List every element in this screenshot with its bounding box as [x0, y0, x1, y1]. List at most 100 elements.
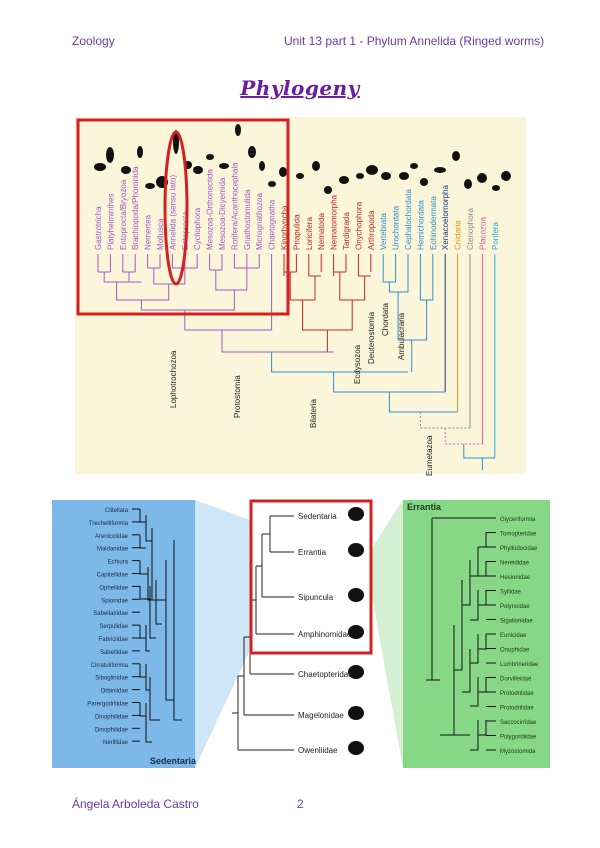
organism-silhouette [279, 167, 287, 177]
middle-taxon-label: Sedentaria [298, 512, 337, 521]
taxon-label: Rotifera/Acanthocephala [230, 162, 239, 250]
header-subject: Zoology [72, 34, 115, 48]
clade-join [184, 264, 273, 331]
errantia-taxon-label: Glyceriformia [500, 517, 536, 523]
clade-join [419, 412, 470, 429]
errantia-taxon-label: Syllidae [500, 590, 522, 596]
header-unit-title: Unit 13 part 1 - Phylum Annelida (Ringed… [284, 34, 545, 48]
taxon-label: Priapulida [292, 214, 301, 250]
clade-label: Deuterostomia [367, 311, 376, 364]
sedentaria-tree-branches [139, 509, 182, 743]
clade-join [215, 268, 248, 291]
sedentaria-taxon-label: Echiura [108, 560, 129, 566]
errantia-taxon-label: Myzostomida [500, 749, 536, 755]
taxon-label: Gnathostomulida [243, 189, 252, 250]
organism-silhouette [339, 176, 349, 184]
errantia-tree [426, 517, 496, 751]
sedentaria-taxon-label: Dinophilidae [95, 714, 129, 720]
taxon-label: Placozoa [478, 217, 487, 250]
worm-silhouette [348, 588, 364, 602]
taxon-label: Arthropoda [367, 210, 376, 250]
highlight-box-pleistoannelida [249, 499, 373, 655]
organism-silhouette [501, 171, 511, 181]
clade-label: Ambulacraria [397, 312, 406, 360]
taxon-label: Onychophora [354, 201, 363, 250]
organism-silhouette [173, 130, 179, 154]
clade-join [397, 292, 428, 341]
sedentaria-taxon-label: Dinophilidae [95, 727, 129, 733]
organism-silhouette [193, 166, 203, 174]
middle-tree [232, 507, 364, 755]
organism-silhouette [324, 186, 332, 194]
taxon-label: Mesozoa-Orthonectida [206, 169, 215, 250]
clade-join [302, 300, 353, 352]
errantia-taxon-label: Nereididae [500, 561, 530, 567]
middle-taxon-label: Magelonidae [298, 711, 344, 720]
sedentaria-taxon-label: Sabellidae [100, 650, 129, 656]
errantia-taxon-label: Saccocirridae [500, 720, 537, 726]
clade-join [116, 282, 235, 311]
top-tree-background [75, 117, 526, 474]
organism-silhouette [268, 181, 276, 187]
organism-silhouette [434, 167, 446, 173]
taxon-label: Entoprocta/Bryozoa [119, 179, 128, 250]
sedentaria-taxon-label: Maldanidae [97, 547, 129, 553]
clade-join [221, 330, 334, 353]
middle-taxon-label: Amphinomidae [298, 630, 352, 639]
highlight-ellipse-annelida [163, 130, 189, 286]
errantia-taxon-label: Eunicidae [500, 633, 527, 639]
taxon-label: Kinorhyncha [280, 205, 289, 250]
errantia-taxon-label: Protodrilidae [500, 706, 534, 712]
taxon-label: Chaetognatha [268, 199, 277, 250]
taxon-label: Gastrotricha [94, 206, 103, 250]
clade-label: Protostomia [233, 375, 242, 418]
organism-silhouette [452, 151, 460, 161]
footer-page-number: 2 [297, 797, 304, 811]
taxon-label: Porifera [491, 221, 500, 250]
sedentaria-taxon-label: Capitellidae [97, 573, 129, 579]
sedentaria-taxon-label: Nerillidae [103, 740, 129, 746]
sedentaria-taxon-label: Sabellariidae [93, 611, 128, 617]
organism-silhouette [94, 163, 106, 171]
organism-silhouette [492, 185, 500, 191]
sedentaria-taxon-label: Opheliidae [99, 585, 128, 591]
errantia-zoom-wedge [372, 500, 403, 768]
clade-join [463, 444, 495, 470]
errantia-taxon-label: Polynoidae [500, 604, 530, 610]
organism-silhouette [464, 179, 472, 189]
errantia-panel [403, 500, 550, 768]
organism-silhouette [410, 163, 418, 169]
clade-label: Eumetazoa [425, 435, 434, 476]
middle-tree-branches [238, 596, 270, 751]
organism-silhouette [296, 173, 304, 179]
clade-label: Lophotrochozoa [169, 350, 178, 408]
taxon-label: Nematoda [317, 213, 326, 250]
organism-silhouette [420, 178, 428, 186]
taxon-label: Nemertea [144, 214, 153, 250]
organism-silhouette [145, 183, 155, 189]
taxon-label: Vertebrata [379, 213, 388, 250]
sedentaria-taxon-label: Clitellata [105, 508, 129, 514]
taxon-label: Tardigrada [342, 212, 351, 250]
errantia-taxon-label: Tomopteridae [500, 532, 537, 538]
worm-silhouette [348, 543, 364, 557]
taxon-label: Annelida (sensu lato) [168, 175, 177, 250]
organism-silhouette [356, 173, 364, 179]
errantia-taxon-label: Protodrilidae [500, 691, 534, 697]
top-tree-silhouettes [94, 124, 511, 194]
organism-silhouette [248, 146, 256, 158]
clade-join [271, 352, 408, 373]
sedentaria-panel [52, 500, 195, 768]
taxon-label: Ctenophora [466, 208, 475, 250]
clade-join [382, 270, 409, 293]
sedentaria-tree [132, 508, 182, 743]
taxon-label: Hemichordata [416, 200, 425, 250]
footer-author: Ángela Arboleda Castro [72, 797, 199, 811]
organism-silhouette [477, 173, 487, 183]
sedentaria-taxon-label: Siboglinidae [95, 676, 128, 682]
sedentaria-taxon-label: Trechelliformia [89, 521, 129, 527]
taxon-label: Cephalochordata [404, 189, 413, 250]
worm-silhouette [348, 625, 364, 639]
